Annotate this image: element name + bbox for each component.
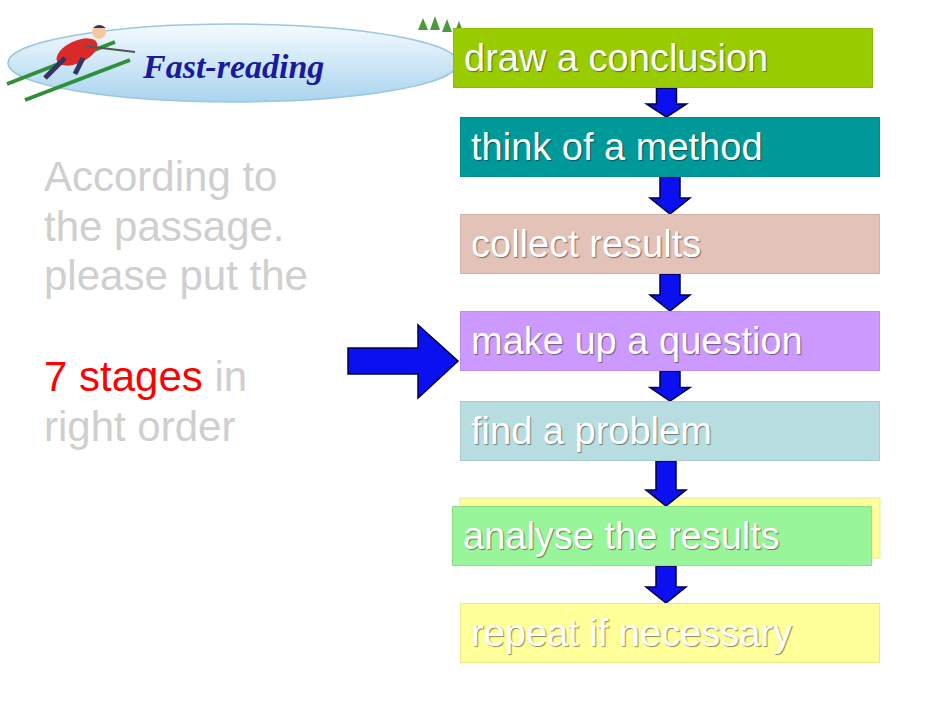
instruction-text: According to the passage. please put the — [44, 153, 308, 299]
stage-label: draw a conclusion — [464, 39, 768, 77]
stage-label: repeat if necessary — [471, 614, 792, 652]
flow-arrow — [646, 566, 686, 603]
stage-box: analyse the results — [452, 506, 872, 566]
stage-box: find a problem — [460, 401, 880, 461]
pointer-arrow — [348, 325, 458, 398]
stage-box: collect results — [460, 214, 880, 274]
flow-arrow — [650, 177, 690, 214]
flow-arrow — [650, 274, 690, 311]
stage-label: collect results — [471, 225, 701, 263]
stage-label: find a problem — [471, 412, 712, 450]
flow-arrow — [647, 88, 687, 117]
flow-arrow — [646, 461, 686, 506]
stage-box: draw a conclusion — [453, 28, 873, 88]
banner-title: Fast-reading — [143, 50, 324, 84]
stage-label: make up a question — [471, 322, 803, 360]
stage-box: repeat if necessary — [460, 603, 880, 663]
stage-label: analyse the results — [463, 517, 780, 555]
instruction-text: 7 stages in right order — [44, 352, 294, 451]
highlight-text: 7 stages — [44, 353, 203, 400]
flow-arrow — [650, 371, 690, 401]
banner-ellipse: Fast-reading — [5, 22, 460, 104]
stage-box: make up a question — [460, 311, 880, 371]
instruction-text: According to the passage. please put the — [44, 152, 344, 301]
stage-label: think of a method — [471, 128, 763, 166]
skier-icon — [7, 25, 135, 100]
stage-box: think of a method — [460, 117, 880, 177]
